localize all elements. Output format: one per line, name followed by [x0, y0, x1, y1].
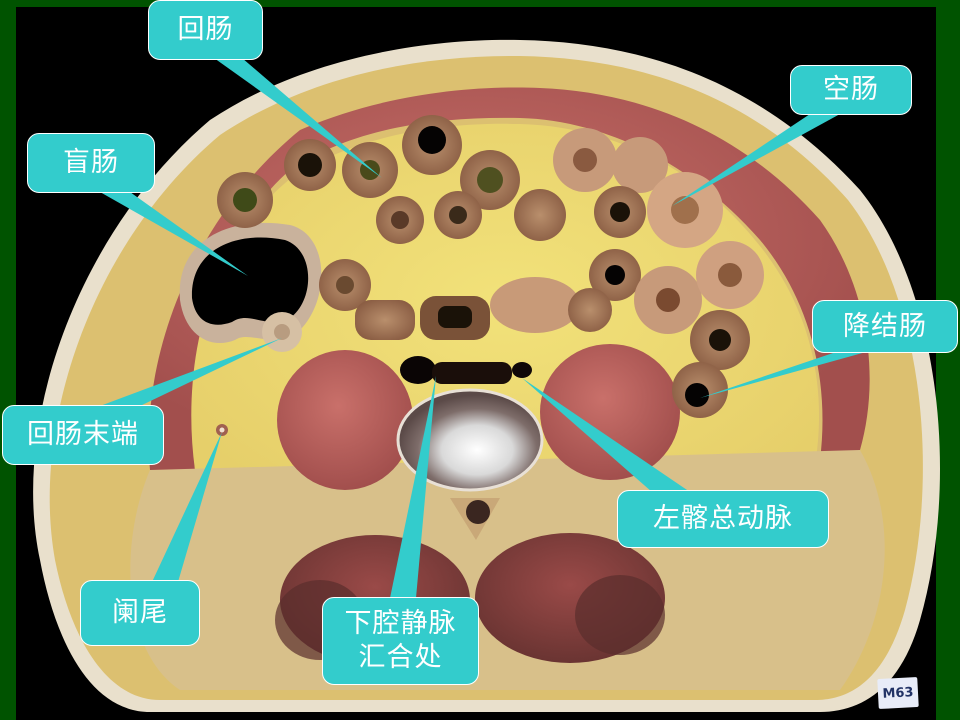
- label-appendix: 阑尾: [80, 580, 200, 646]
- pointer-ivc: [390, 376, 436, 598]
- pointer-appendix: [152, 432, 222, 582]
- callout-pointers: [100, 58, 866, 598]
- label-cecum: 盲肠: [27, 133, 155, 193]
- right-psoas: [540, 344, 680, 480]
- ivc: [400, 356, 436, 384]
- label-ivc-confluence: 下腔静脉 汇合处: [322, 597, 479, 685]
- small-bowel-loops: [216, 115, 764, 436]
- label-left-common-iliac-artery: 左髂总动脉: [617, 490, 829, 548]
- iliac-vessels: [432, 362, 512, 384]
- label-ivc-line2: 汇合处: [358, 642, 443, 673]
- label-jejunum: 空肠: [790, 65, 912, 115]
- pointer-terminal-ileum: [100, 338, 282, 406]
- pointer-ileum: [214, 58, 382, 178]
- left-common-iliac-artery-lumen: [512, 362, 532, 378]
- pointer-cecum: [100, 192, 248, 276]
- label-terminal-ileum: 回肠末端: [2, 405, 164, 465]
- label-ileum: 回肠: [148, 0, 263, 60]
- pointer-iliac-artery: [522, 378, 690, 492]
- left-psoas: [277, 350, 413, 490]
- pointer-descending-colon: [700, 352, 866, 398]
- pointer-jejunum: [672, 114, 840, 206]
- label-ivc-line1: 下腔静脉: [344, 608, 457, 640]
- label-descending-colon: 降结肠: [812, 300, 958, 353]
- vertebral-body: [396, 388, 544, 492]
- specimen-tag: M63: [877, 676, 919, 710]
